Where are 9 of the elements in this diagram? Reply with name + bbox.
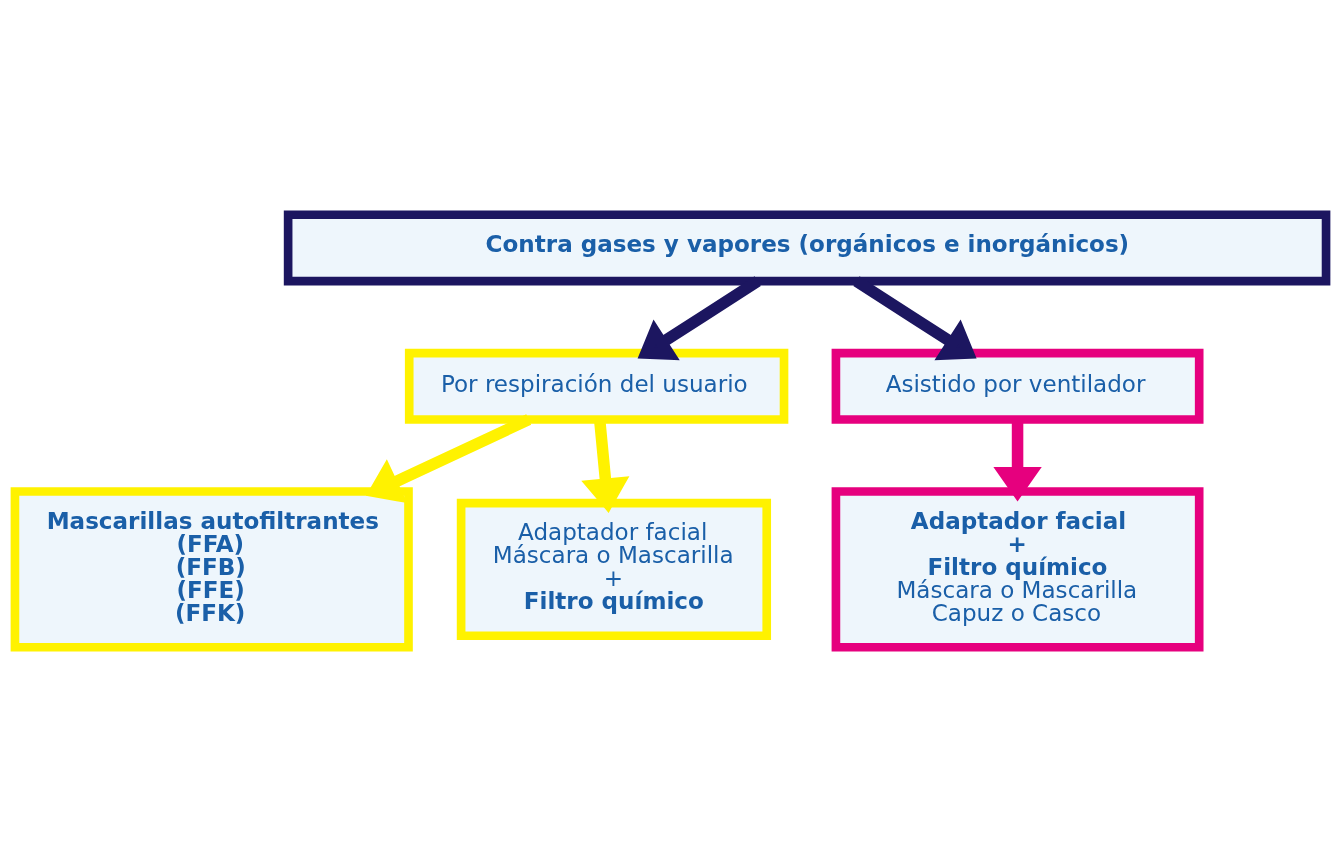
arrow	[365, 413, 532, 503]
arrow	[637, 275, 761, 360]
node-box: Mascarillas autofiltrantes (FFA) (FFB) (FFE) (FFK)	[10, 486, 413, 652]
node-box: Por respiración del usuario	[404, 348, 789, 424]
node-box: Asistido por ventilador	[831, 348, 1204, 424]
node-box: Adaptador facial Máscara o Mascarilla + Filtro químico	[456, 498, 772, 640]
node-box: Adaptador facial + Filtro químico Máscara o Mascarilla Capuz o Casco	[831, 486, 1204, 652]
node-box: Contra gases y vapores (orgánicos e inorgánicos)	[283, 209, 1331, 285]
arrow	[853, 275, 977, 360]
